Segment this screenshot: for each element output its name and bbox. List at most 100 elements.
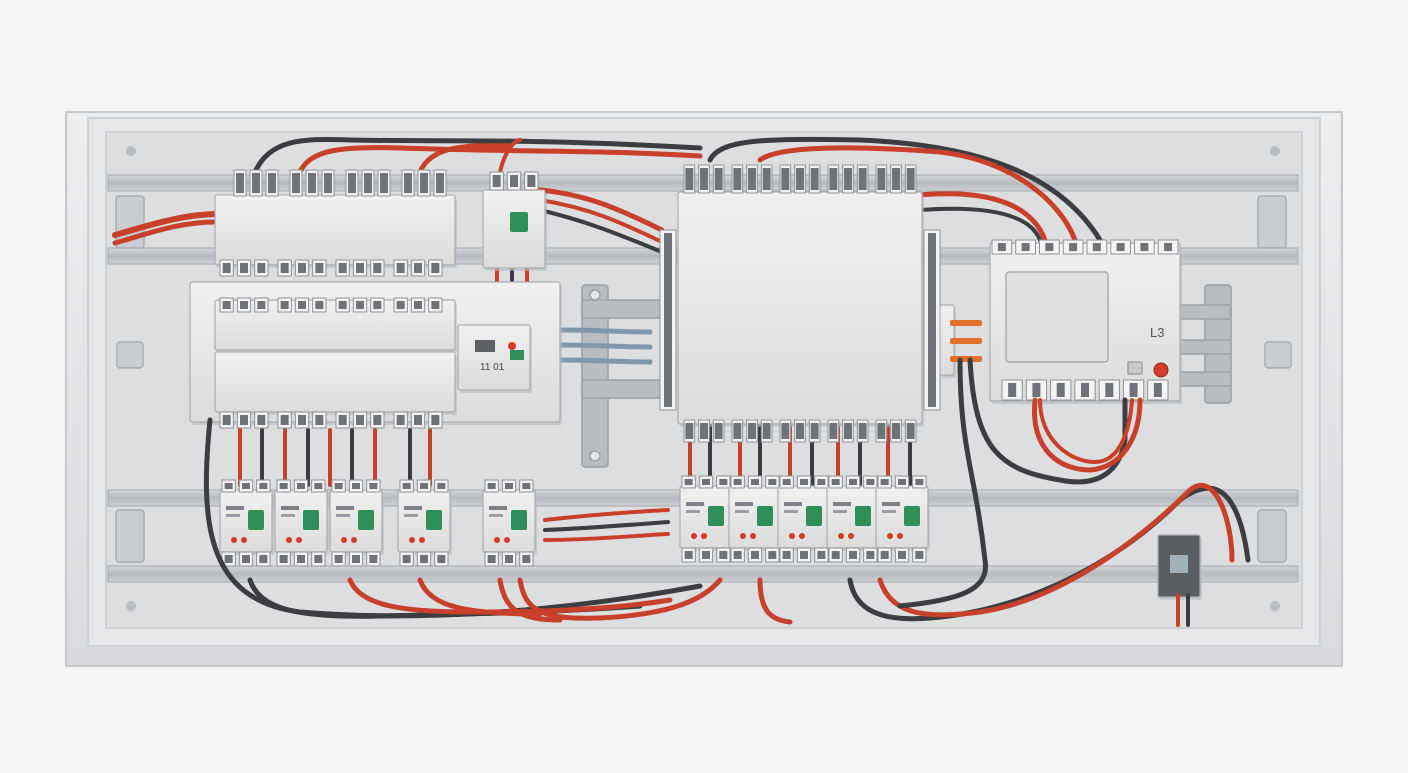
breaker-top-terminal-screw — [314, 483, 323, 489]
breaker-bottom-terminal-screw — [684, 551, 693, 559]
distribution-terminal-screw — [338, 301, 347, 309]
top-block-terminal-screw — [338, 263, 347, 273]
top-terminal-screw — [420, 173, 428, 193]
breaker-bottom-terminal-screw — [297, 555, 305, 563]
black-wire — [538, 208, 664, 254]
controller-bottom-terminal-screw — [1056, 383, 1065, 397]
center-bottom-terminal-screw — [858, 423, 867, 439]
distribution-terminal-screw — [315, 301, 324, 309]
top-terminal-screw — [324, 173, 332, 193]
breaker-bottom-terminal-screw — [369, 555, 378, 563]
red-wire — [497, 577, 563, 623]
red-wire — [543, 532, 670, 542]
distribution-lower-terminal-screw — [414, 415, 422, 425]
modules — [189, 164, 1202, 600]
breaker-top-terminal-screw — [866, 479, 875, 485]
center-top-terminal-screw — [877, 168, 886, 190]
blue-wire — [557, 327, 653, 335]
top-small-indicator — [510, 212, 528, 232]
breaker-label-line — [404, 506, 422, 510]
distribution-lower-terminal-screw — [396, 415, 405, 425]
top-terminal-screw — [292, 173, 300, 193]
breaker-led — [504, 537, 510, 543]
controller-top-terminal-screw — [1140, 243, 1149, 251]
center-lower-breaker — [777, 485, 831, 549]
top-block-terminal-screw — [240, 263, 248, 273]
left-lower-breaker — [482, 489, 536, 553]
controller-bottom-terminal-screw — [1081, 383, 1089, 397]
breaker-led — [231, 537, 237, 543]
breaker-top-terminal-screw — [522, 483, 531, 489]
breaker-top-terminal-screw — [487, 483, 496, 489]
black-wire — [252, 136, 703, 175]
controller-switch — [1127, 361, 1143, 375]
center-bottom-terminal-screw — [685, 423, 694, 439]
breaker-led — [750, 533, 756, 539]
distribution-lower-terminal-screw — [315, 415, 324, 425]
center-bottom-terminal-screw — [714, 423, 723, 439]
distribution-terminal-screw — [222, 301, 231, 309]
breaker-top-terminal-screw — [733, 479, 742, 485]
breaker-top-terminal-screw — [880, 479, 889, 485]
breaker-bottom-terminal-screw — [352, 555, 360, 563]
din-rail — [107, 565, 1299, 583]
breaker-led — [789, 533, 795, 539]
breaker-top-terminal-screw — [352, 483, 360, 489]
breaker-label-line — [735, 502, 753, 506]
breaker-bottom-terminal-screw — [420, 555, 428, 563]
wire-bundles-front — [203, 357, 1251, 627]
controller-bottom-terminal-screw — [1105, 383, 1114, 397]
breaker-led — [494, 537, 500, 543]
orange-clip — [950, 320, 982, 326]
breaker-label-line — [735, 510, 749, 513]
breaker-indicator — [248, 510, 264, 530]
top-terminal-screw — [308, 173, 316, 193]
breaker-label-line — [336, 514, 350, 517]
distribution-terminal-screw — [431, 301, 440, 309]
top-block-terminal-screw — [280, 263, 289, 273]
top-small-terminal-screw — [527, 175, 536, 187]
controller-top-terminal-screw — [1092, 243, 1101, 251]
distribution-terminal-screw — [298, 301, 306, 309]
black-wire — [918, 206, 1042, 242]
controller-top-terminal-screw — [1164, 243, 1173, 251]
breaker-led — [351, 537, 357, 543]
breaker-led — [409, 537, 415, 543]
right-bracket — [1174, 284, 1232, 404]
blue-wire — [557, 342, 653, 350]
center-top-terminal-screw — [906, 168, 915, 190]
breaker-label-line — [686, 510, 700, 513]
blue-wire — [557, 357, 653, 365]
center-bottom-terminal-screw — [844, 423, 852, 439]
center-lower-breaker — [826, 485, 880, 549]
mounting-holes — [126, 146, 1280, 611]
breaker-indicator — [806, 506, 822, 526]
breaker-bottom-terminal-screw — [259, 555, 268, 563]
breaker-label-line — [833, 502, 851, 506]
controller-emergency-button — [1153, 362, 1169, 378]
distribution-lower-terminal-screw — [338, 415, 347, 425]
center-lower-breaker — [728, 485, 782, 549]
top-block-terminal-screw — [315, 263, 324, 273]
breaker-top-terminal-screw — [259, 483, 268, 489]
red-wire — [112, 219, 218, 246]
red-wire — [417, 143, 513, 175]
center-top-terminal-screw — [858, 168, 867, 190]
breaker-bottom-terminal-screw — [782, 551, 791, 559]
center-bottom-terminal-screw — [781, 423, 790, 439]
controller-top-terminal-screw — [997, 243, 1006, 251]
breaker-bottom-terminal-screw — [437, 555, 446, 563]
distribution-terminal-screw — [414, 301, 422, 309]
controller-top-terminal-screw — [1069, 243, 1078, 251]
breaker-bottom-terminal-screw — [733, 551, 742, 559]
distribution-terminal-screw — [240, 301, 248, 309]
distribution-lower-terminal-screw — [257, 415, 266, 425]
red-wire — [498, 138, 522, 174]
breaker-led — [286, 537, 292, 543]
breaker-top-terminal-screw — [437, 483, 446, 489]
breaker-top-terminal-screw — [334, 483, 343, 489]
breaker-led — [740, 533, 746, 539]
breaker-indicator — [855, 506, 871, 526]
breaker-bottom-terminal-screw — [768, 551, 777, 559]
sensor-display — [1170, 555, 1188, 573]
